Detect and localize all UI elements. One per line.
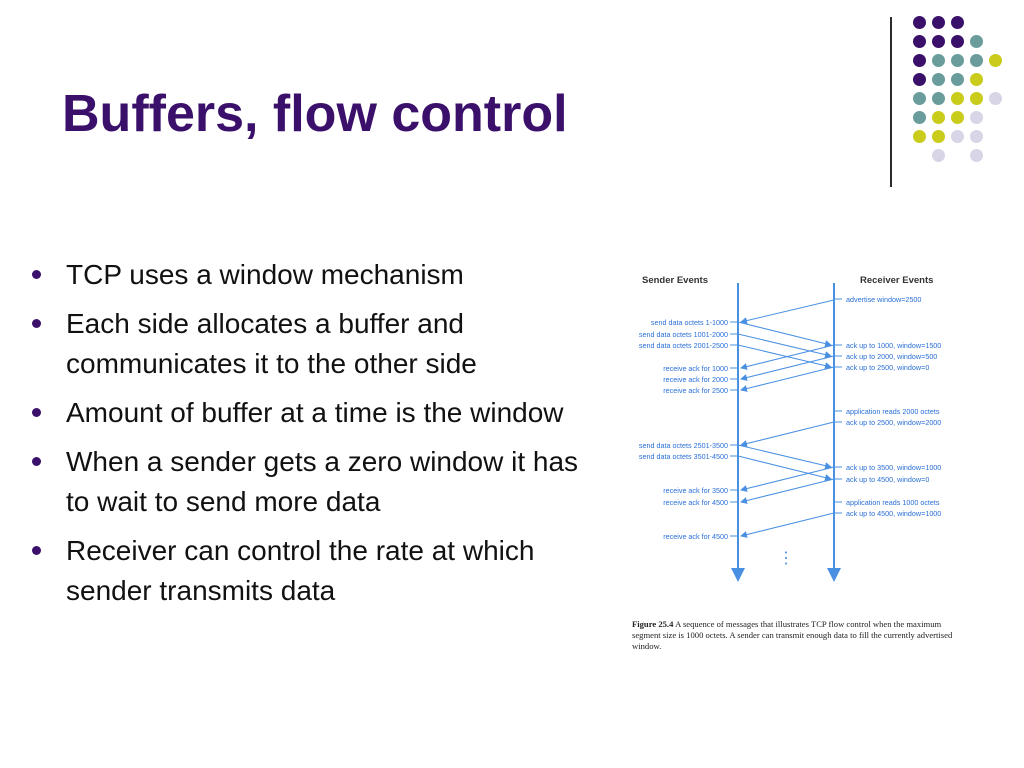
decorative-dot (951, 92, 964, 105)
message-arrow (740, 512, 835, 538)
bullet-text: Amount of buffer at a time is the window (66, 397, 564, 428)
figure-caption: Figure 25.4 A sequence of messages that … (632, 619, 962, 652)
decorative-dot (970, 35, 983, 48)
decorative-dot (951, 16, 964, 29)
decorative-dot (932, 92, 945, 105)
decorative-dot (951, 111, 964, 124)
message-arrow (740, 478, 835, 504)
receiver-event-label: ack up to 2500, window=2000 (846, 418, 941, 427)
decorative-dot (932, 35, 945, 48)
continuation-ellipsis: ⋮ (778, 550, 794, 567)
decorative-dot (913, 54, 926, 67)
sender-event-label: send data octets 2501-3500 (639, 441, 728, 450)
bullet-text: Each side allocates a buffer and communi… (66, 308, 477, 379)
decorative-dot (970, 130, 983, 143)
caption-text: A sequence of messages that illustrates … (632, 619, 953, 651)
decorative-dot (932, 130, 945, 143)
decorative-dot (970, 54, 983, 67)
decorative-dot (951, 73, 964, 86)
receiver-events-header: Receiver Events (860, 275, 933, 286)
bullet-text: Receiver can control the rate at which s… (66, 535, 535, 606)
bullet-list: TCP uses a window mechanism Each side al… (30, 255, 590, 620)
decorative-dot (932, 111, 945, 124)
bullet-dot-icon (32, 319, 41, 328)
bullet-dot-icon (32, 457, 41, 466)
sender-event-label: send data octets 1001-2000 (639, 330, 728, 339)
receiver-event-label: ack up to 2000, window=500 (846, 352, 937, 361)
sender-events-header: Sender Events (642, 275, 708, 286)
title-divider-line (890, 17, 892, 187)
sender-event-label: receive ack for 3500 (663, 486, 728, 495)
message-arrow (740, 355, 835, 381)
receiver-event-label: ack up to 3500, window=1000 (846, 463, 941, 472)
decorative-dot (932, 149, 945, 162)
message-arrow (740, 466, 835, 492)
bullet-dot-icon (32, 408, 41, 417)
decorative-dot (970, 149, 983, 162)
receiver-event-label: advertise window=2500 (846, 295, 921, 304)
decorative-dot (970, 73, 983, 86)
decorative-dot (913, 16, 926, 29)
decorative-dot (989, 54, 1002, 67)
sender-event-label: receive ack for 2500 (663, 386, 728, 395)
bullet-item: When a sender gets a zero window it has … (30, 442, 590, 522)
message-arrow (737, 444, 832, 470)
decorative-dot (951, 35, 964, 48)
sender-event-label: receive ack for 2000 (663, 375, 728, 384)
sender-event-label: receive ack for 4500 (663, 532, 728, 541)
receiver-event-label: ack up to 1000, window=1500 (846, 341, 941, 350)
message-arrow (737, 333, 832, 359)
bullet-item: Receiver can control the rate at which s… (30, 531, 590, 611)
bullet-item: Amount of buffer at a time is the window (30, 393, 590, 433)
decorative-dot (989, 92, 1002, 105)
message-arrow (737, 455, 832, 481)
sender-event-label: send data octets 3501-4500 (639, 452, 728, 461)
sender-event-label: receive ack for 4500 (663, 498, 728, 507)
sender-event-label: send data octets 2001-2500 (639, 341, 728, 350)
decorative-dot (913, 73, 926, 86)
tcp-flow-control-diagram: Sender Events Receiver Events send data … (639, 275, 941, 582)
decorative-dot (951, 54, 964, 67)
bullet-text: TCP uses a window mechanism (66, 259, 464, 290)
decorative-dot (932, 73, 945, 86)
bullet-dot-icon (32, 270, 41, 279)
message-arrow (740, 344, 835, 370)
receiver-event-label: ack up to 2500, window=0 (846, 363, 929, 372)
message-arrow (737, 344, 832, 370)
bullet-item: TCP uses a window mechanism (30, 255, 590, 295)
message-arrows (737, 299, 835, 538)
message-arrow (740, 299, 835, 325)
receiver-events: advertise window=2500 ack up to 1000, wi… (834, 295, 941, 518)
receiver-event-label: application reads 1000 octets (846, 498, 940, 507)
bullet-dot-icon (32, 546, 41, 555)
receiver-event-label: application reads 2000 octets (846, 407, 940, 416)
sender-event-label: send data octets 1-1000 (651, 318, 728, 327)
decorative-dot (913, 92, 926, 105)
decorative-dot (913, 111, 926, 124)
decorative-dot (970, 111, 983, 124)
bullet-item: Each side allocates a buffer and communi… (30, 304, 590, 384)
message-arrow (740, 421, 835, 447)
sender-event-label: receive ack for 1000 (663, 364, 728, 373)
sender-events: send data octets 1-1000 send data octets… (639, 318, 738, 541)
decorative-dot (951, 130, 964, 143)
receiver-event-label: ack up to 4500, window=0 (846, 475, 929, 484)
message-arrow (740, 366, 835, 392)
caption-figure-number: Figure 25.4 (632, 619, 674, 629)
bullet-text: When a sender gets a zero window it has … (66, 446, 579, 517)
decorative-dot (932, 16, 945, 29)
slide-title: Buffers, flow control (62, 85, 568, 143)
message-arrow (737, 321, 832, 347)
decorative-dot (932, 54, 945, 67)
decorative-dot (970, 92, 983, 105)
decorative-dot (913, 35, 926, 48)
receiver-event-label: ack up to 4500, window=1000 (846, 509, 941, 518)
dot-grid-decoration (0, 0, 1024, 200)
decorative-dot (913, 130, 926, 143)
